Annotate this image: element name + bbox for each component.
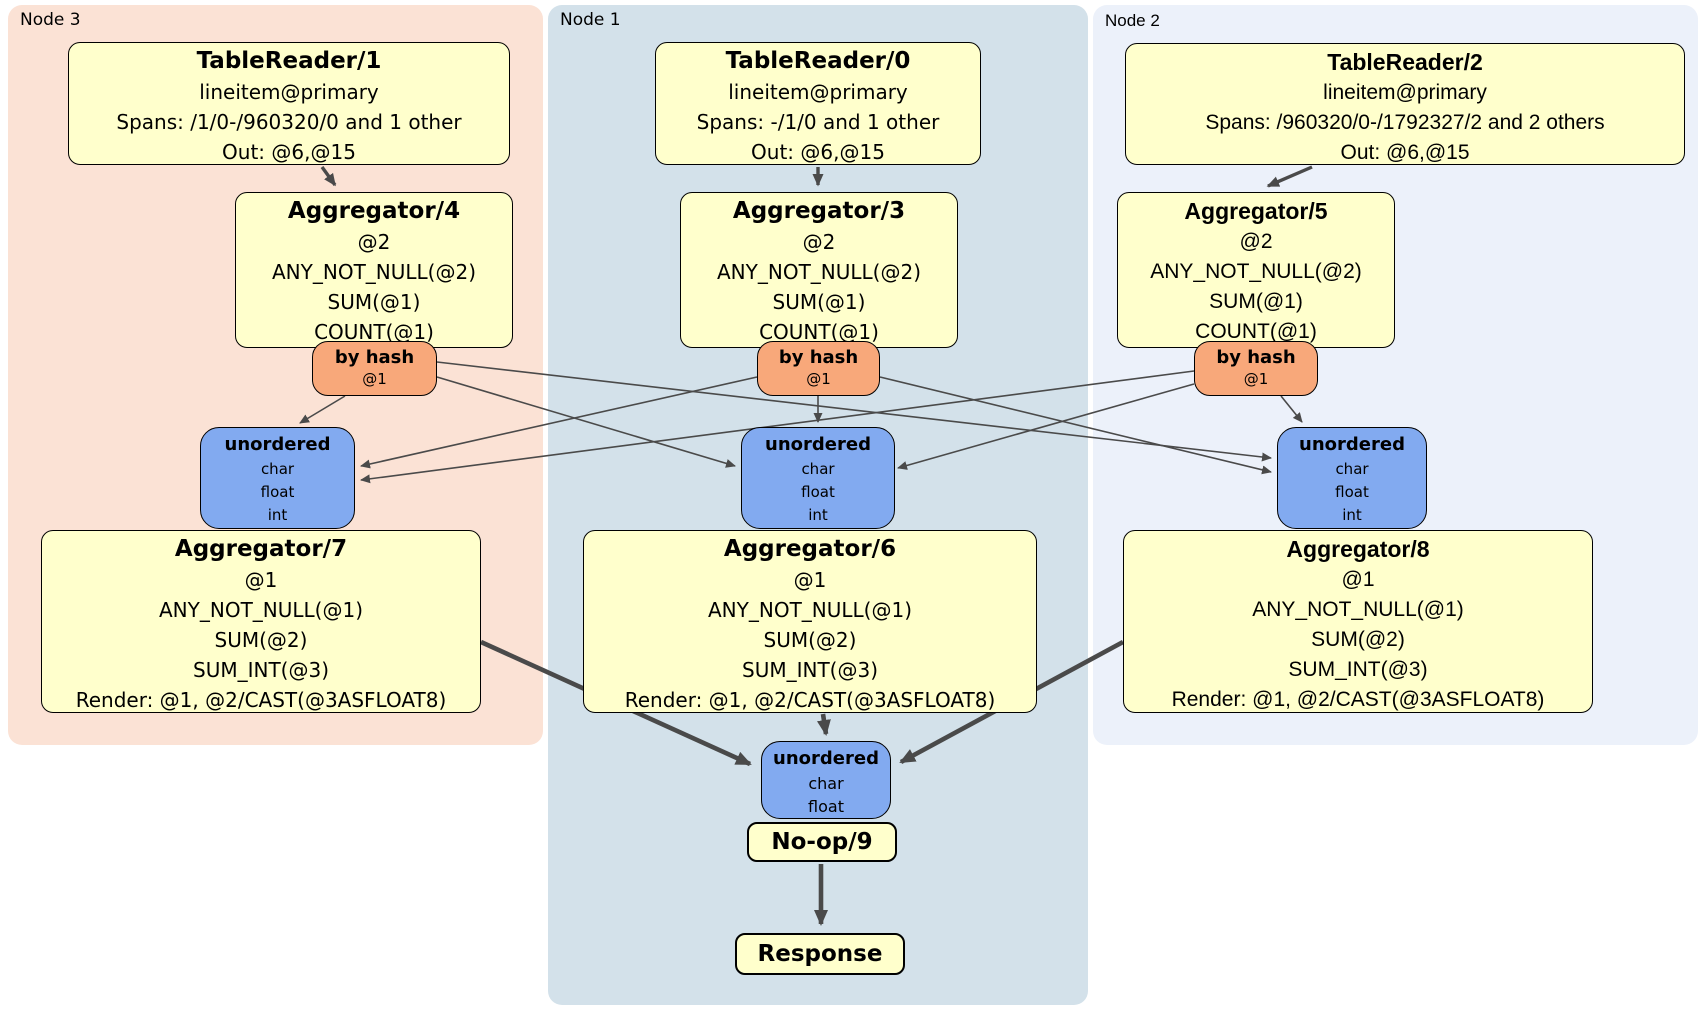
unordered-node3-col: float [260, 483, 295, 501]
aggregator-3-line: SUM(@1) [772, 290, 866, 314]
tablereader-0-title: TableReader/0 [725, 48, 911, 74]
aggregator-8-line: ANY_NOT_NULL(@1) [1252, 598, 1464, 621]
aggregator-3-line: ANY_NOT_NULL(@2) [717, 260, 921, 284]
by-hash-node2-title: by hash [1216, 347, 1296, 368]
unordered-node2-col: float [1335, 483, 1369, 501]
aggregator-5-line: @2 [1239, 230, 1273, 253]
tablereader-2-title: TableReader/2 [1327, 49, 1483, 75]
unordered-final-col: char [808, 774, 844, 793]
aggregator-6-title: Aggregator/6 [723, 536, 897, 562]
aggregator-6-box: Aggregator/6 @1 ANY_NOT_NULL(@1) SUM(@2)… [583, 530, 1037, 713]
aggregator-3-box: Aggregator/3 @2 ANY_NOT_NULL(@2) SUM(@1)… [680, 192, 958, 348]
aggregator-3-line: @2 [802, 230, 836, 254]
aggregator-8-line: SUM_INT(@3) [1288, 658, 1428, 681]
tablereader-1-out: Out: @6,@15 [222, 140, 356, 164]
by-hash-router-node1: by hash @1 [757, 341, 880, 396]
aggregator-7-line: @1 [244, 568, 278, 592]
unordered-node1-col: char [801, 460, 835, 478]
by-hash-node3-title: by hash [334, 347, 415, 368]
unordered-final-col: float [808, 797, 844, 816]
unordered-node1-col: float [801, 483, 835, 501]
aggregator-8-title: Aggregator/8 [1286, 536, 1430, 562]
unordered-node2-col: int [1342, 506, 1362, 524]
by-hash-router-node2: by hash @1 [1194, 341, 1318, 396]
aggregator-6-line: ANY_NOT_NULL(@1) [708, 598, 912, 622]
by-hash-node2-key: @1 [1243, 370, 1269, 388]
tablereader-2-spans: Spans: /960320/0-/1792327/2 and 2 others [1205, 111, 1605, 134]
unordered-sync-node2: unordered char float int [1277, 427, 1427, 529]
aggregator-5-line: SUM(@1) [1209, 290, 1303, 313]
by-hash-router-node3: by hash @1 [312, 341, 437, 396]
unordered-node3-col: int [267, 506, 288, 524]
aggregator-8-line: @1 [1341, 568, 1375, 591]
tablereader-2-index: lineitem@primary [1323, 81, 1487, 104]
aggregator-5-box: Aggregator/5 @2 ANY_NOT_NULL(@2) SUM(@1)… [1117, 192, 1395, 348]
aggregator-3-line: COUNT(@1) [759, 320, 879, 344]
unordered-node1-col: int [808, 506, 828, 524]
aggregator-6-line: SUM(@2) [763, 628, 857, 652]
aggregator-8-line: Render: @1, @2/CAST(@3ASFLOAT8) [1171, 688, 1545, 711]
aggregator-4-line: ANY_NOT_NULL(@2) [272, 260, 476, 284]
aggregator-4-box: Aggregator/4 @2 ANY_NOT_NULL(@2) SUM(@1)… [235, 192, 513, 348]
tablereader-0-index: lineitem@primary [728, 80, 908, 104]
tablereader-1-index: lineitem@primary [199, 80, 379, 104]
unordered-sync-node1: unordered char float int [741, 427, 895, 529]
aggregator-6-line: Render: @1, @2/CAST(@3ASFLOAT8) [624, 688, 996, 712]
tablereader-1-box: TableReader/1 lineitem@primary Spans: /1… [68, 42, 510, 165]
noop-9-title: No-op/9 [771, 829, 873, 855]
node2-label: Node 2 [1105, 11, 1160, 30]
unordered-sync-final: unordered char float [761, 741, 891, 819]
aggregator-4-line: @2 [357, 230, 391, 254]
aggregator-7-box: Aggregator/7 @1 ANY_NOT_NULL(@1) SUM(@2)… [41, 530, 481, 713]
tablereader-2-box: TableReader/2 lineitem@primary Spans: /9… [1125, 43, 1685, 165]
tablereader-1-spans: Spans: /1/0-/960320/0 and 1 other [116, 110, 462, 134]
tablereader-2-out: Out: @6,@15 [1340, 141, 1470, 164]
node3-label: Node 3 [20, 10, 81, 30]
aggregator-6-line: @1 [793, 568, 827, 592]
unordered-node2-title: unordered [1299, 434, 1405, 455]
noop-9-box: No-op/9 [747, 822, 897, 862]
aggregator-7-title: Aggregator/7 [174, 536, 348, 562]
tablereader-1-title: TableReader/1 [196, 48, 382, 74]
node1-label: Node 1 [560, 10, 621, 30]
aggregator-6-line: SUM_INT(@3) [742, 658, 878, 682]
aggregator-7-line: SUM(@2) [214, 628, 308, 652]
aggregator-4-title: Aggregator/4 [287, 198, 461, 224]
by-hash-node3-key: @1 [362, 370, 387, 388]
response-title: Response [757, 941, 883, 967]
tablereader-0-out: Out: @6,@15 [751, 140, 885, 164]
unordered-final-title: unordered [773, 748, 879, 769]
aggregator-8-box: Aggregator/8 @1 ANY_NOT_NULL(@1) SUM(@2)… [1123, 530, 1593, 713]
unordered-node3-col: char [260, 460, 295, 478]
tablereader-0-spans: Spans: -/1/0 and 1 other [696, 110, 940, 134]
response-box: Response [735, 933, 905, 975]
aggregator-5-line: ANY_NOT_NULL(@2) [1150, 260, 1362, 283]
aggregator-7-line: SUM_INT(@3) [193, 658, 329, 682]
unordered-node3-title: unordered [224, 434, 331, 455]
unordered-node2-col: char [1335, 460, 1369, 478]
by-hash-node1-title: by hash [778, 347, 859, 368]
unordered-node1-title: unordered [765, 434, 871, 455]
aggregator-3-title: Aggregator/3 [732, 198, 906, 224]
aggregator-7-line: Render: @1, @2/CAST(@3ASFLOAT8) [75, 688, 447, 712]
aggregator-8-line: SUM(@2) [1311, 628, 1405, 651]
aggregator-4-line: COUNT(@1) [314, 320, 434, 344]
unordered-sync-node3: unordered char float int [200, 427, 355, 529]
aggregator-5-line: COUNT(@1) [1195, 320, 1317, 343]
aggregator-5-title: Aggregator/5 [1184, 198, 1328, 224]
aggregator-7-line: ANY_NOT_NULL(@1) [159, 598, 363, 622]
by-hash-node1-key: @1 [806, 370, 831, 388]
tablereader-0-box: TableReader/0 lineitem@primary Spans: -/… [655, 42, 981, 165]
aggregator-4-line: SUM(@1) [327, 290, 421, 314]
